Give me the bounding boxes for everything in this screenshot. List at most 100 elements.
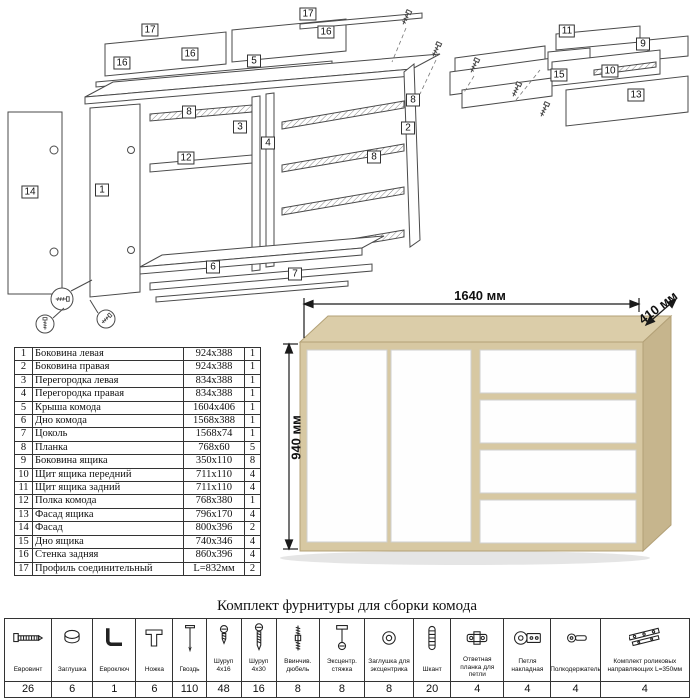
product-render: 1640 мм 410 мм 940 мм [280, 288, 694, 593]
part-quantity: 2 [244, 561, 261, 576]
hardware-item-cell: Ввинчив. дюбель [275, 618, 320, 682]
hardware-item-cell: Петля накладная [503, 618, 552, 682]
hardware-item-name: Шуруп 4х30 [248, 658, 269, 673]
part-size: 711x110 [183, 481, 245, 496]
nail-icon [184, 624, 195, 652]
part-size: 834x388 [183, 373, 245, 389]
hardware-item-name: Ввинчив. дюбель [284, 658, 312, 673]
hardware-item-name: Полкодержатель [550, 665, 601, 673]
hardware-item-quantity: 26 [3, 680, 53, 698]
hardware-item-name: Шуруп 4х16 [213, 658, 234, 673]
part-quantity: 1 [244, 346, 261, 362]
cam-lock-icon [336, 624, 348, 650]
part-size: 768x60 [183, 440, 245, 456]
part-quantity: 4 [244, 534, 261, 550]
part-number: 7 [14, 427, 33, 442]
hardware-item-quantity: 110 [172, 680, 207, 698]
part-name: Боковина ящика [32, 454, 184, 469]
part-size: 834x388 [183, 387, 245, 402]
hardware-item-quantity: 8 [275, 680, 320, 698]
hardware-item-cell: Заглушка [51, 618, 94, 682]
part-number: 2 [14, 360, 33, 375]
part-number: 10 [14, 467, 33, 483]
part-name: Стенка задняя [32, 548, 184, 563]
part-number: 8 [14, 440, 33, 456]
hardware-item-name: Комплект роликовых направляющих L=350мм [607, 658, 683, 673]
part-quantity: 1 [244, 387, 261, 402]
part-number: 13 [14, 507, 33, 523]
part-number: 17 [14, 561, 33, 576]
hardware-item-name: Шкант [422, 665, 442, 673]
part-name: Щит ящика передний [32, 467, 184, 483]
part-quantity: 4 [244, 548, 261, 563]
part-quantity: 2 [244, 521, 261, 536]
part-quantity: 4 [244, 507, 261, 523]
part-size: L=832мм [183, 561, 245, 576]
drawer-slides-icon [628, 627, 660, 646]
part-size: 860x396 [183, 548, 245, 563]
part-quantity: 4 [244, 467, 261, 483]
part-number: 9 [14, 454, 33, 469]
dresser-drawing [280, 297, 678, 565]
hardware-item-cell: Полкодержатель [550, 618, 601, 682]
hardware-item-quantity: 20 [413, 680, 452, 698]
hardware-item-name: Ножка [144, 665, 164, 673]
part-quantity: 8 [244, 454, 261, 469]
dowel-icon [428, 625, 436, 650]
exploded-diagram-drawing [7, 9, 689, 334]
hardware-item-name: Евроключ [99, 665, 130, 673]
part-name: Планка [32, 440, 184, 456]
part-quantity: 1 [244, 360, 261, 375]
part-size: 711x110 [183, 467, 245, 483]
hardware-item-quantity: 8 [363, 680, 415, 698]
hardware-item-cell: Шуруп 4х16 [205, 618, 242, 682]
part-name: Дно комода [32, 414, 184, 429]
hardware-item-quantity: 4 [599, 680, 691, 698]
hardware-item-name: Эксцентр. стяжка [326, 658, 357, 673]
part-size: 796x170 [183, 507, 245, 523]
hardware-item-cell: Ответная планка для петли [450, 618, 505, 682]
part-name: Дно ящика [32, 534, 184, 550]
part-number: 4 [14, 387, 33, 402]
part-name: Боковина левая [32, 346, 184, 362]
hardware-item-name: Петля накладная [511, 658, 544, 673]
part-number: 1 [14, 346, 33, 362]
hardware-item-cell: Заглушка для эксцентрика [363, 618, 415, 682]
hardware-item-cell: Комплект роликовых направляющих L=350мм [599, 618, 691, 682]
part-size: 768x380 [183, 494, 245, 509]
part-size: 740x346 [183, 534, 245, 550]
part-number: 3 [14, 373, 33, 389]
hardware-item-quantity: 8 [318, 680, 365, 698]
cam-cap-icon [382, 630, 396, 645]
part-number: 16 [14, 548, 33, 563]
part-quantity: 1 [244, 427, 261, 442]
hardware-item-name: Заглушка [57, 665, 87, 673]
part-size: 1568x388 [183, 414, 245, 429]
hardware-item-cell: Шуруп 4х30 [240, 618, 277, 682]
euroscrew-icon [13, 632, 44, 642]
part-size: 350x110 [183, 454, 245, 469]
part-name: Фасад ящика [32, 507, 184, 523]
screw-large-icon [254, 622, 263, 651]
part-name: Крыша комода [32, 400, 184, 416]
part-number: 14 [14, 521, 33, 536]
part-name: Профиль соединительный [32, 561, 184, 576]
part-name: Цоколь [32, 427, 184, 442]
dowel-screw-icon [294, 625, 301, 650]
part-quantity: 1 [244, 373, 261, 389]
shelf-pin-icon [566, 632, 587, 643]
hardware-item-quantity: 1 [92, 680, 137, 698]
